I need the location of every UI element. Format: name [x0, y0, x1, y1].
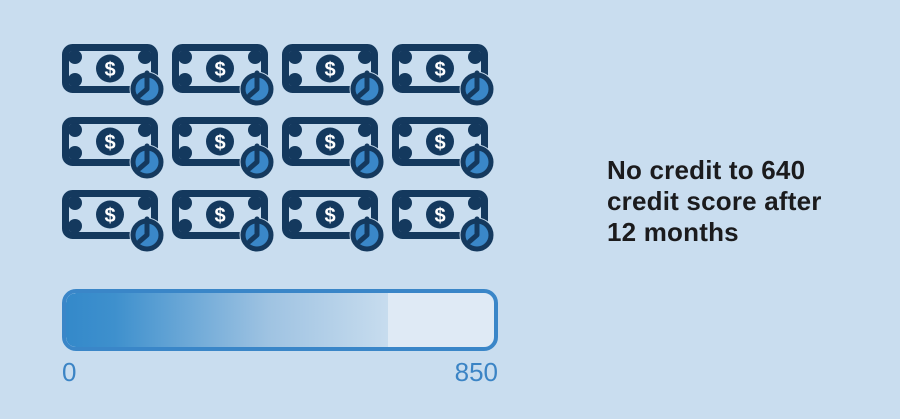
dollar-circle: $	[206, 127, 234, 156]
dollar-circle: $	[426, 200, 454, 229]
dollar-sign: $	[434, 132, 445, 154]
clock-icon	[459, 216, 495, 253]
dollar-sign: $	[214, 132, 225, 154]
clock-icon	[239, 216, 275, 253]
dollar-circle: $	[206, 54, 234, 83]
dollar-sign: $	[104, 132, 115, 154]
dollar-circle: $	[206, 200, 234, 229]
dollar-sign: $	[324, 59, 335, 81]
clock-icon	[349, 70, 385, 107]
dollar-sign: $	[434, 59, 445, 81]
money-bill-clock-icon: $	[282, 190, 385, 253]
dollar-sign: $	[324, 205, 335, 227]
money-bill-clock-icon: $	[172, 117, 275, 180]
dollar-circle: $	[316, 127, 344, 156]
money-bill-clock-icon: $	[392, 44, 495, 107]
dollar-sign: $	[104, 59, 115, 81]
dollar-sign: $	[324, 132, 335, 154]
clock-icon	[349, 143, 385, 180]
money-bill-clock-icon: $	[282, 117, 385, 180]
dollar-sign: $	[214, 59, 225, 81]
credit-score-scale-bar	[62, 289, 498, 351]
money-bill-clock-icon: $	[172, 190, 275, 253]
scale-min-label: 0	[62, 357, 77, 387]
clock-icon	[459, 70, 495, 107]
money-bill-clock-icon: $	[282, 44, 385, 107]
money-bill-clock-icon: $	[392, 117, 495, 180]
money-bill-clock-icon: $	[392, 190, 495, 253]
dollar-bill-outline	[62, 44, 158, 93]
clock-icon	[129, 216, 165, 253]
dollar-circle: $	[96, 200, 124, 229]
money-bill-clock-icon: $	[62, 44, 165, 107]
clock-icon	[239, 70, 275, 107]
clock-icon	[129, 143, 165, 180]
clock-icon	[459, 143, 495, 180]
dollar-bill-outline	[282, 190, 378, 239]
dollar-circle: $	[316, 200, 344, 229]
caption-text: No credit to 640 credit score after 12 m…	[607, 155, 822, 247]
dollar-sign: $	[434, 205, 445, 227]
clock-icon	[129, 70, 165, 107]
money-clock-icon-grid: $ $	[62, 44, 495, 254]
dollar-sign: $	[104, 205, 115, 227]
dollar-sign: $	[214, 205, 225, 227]
money-bill-clock-icon: $	[62, 117, 165, 180]
scale-max-label: 850	[454, 357, 498, 387]
dollar-circle: $	[96, 54, 124, 83]
credit-score-fill	[66, 293, 389, 347]
money-bill-clock-icon: $	[172, 44, 275, 107]
dollar-bill-outline	[172, 190, 268, 239]
dollar-circle: $	[426, 54, 454, 83]
money-bill-clock-icon: $	[62, 190, 165, 253]
credit-score-scale-labels: 0 850	[62, 358, 498, 387]
dollar-circle: $	[316, 54, 344, 83]
clock-icon	[349, 216, 385, 253]
dollar-circle: $	[426, 127, 454, 156]
clock-icon	[239, 143, 275, 180]
dollar-circle: $	[96, 127, 124, 156]
